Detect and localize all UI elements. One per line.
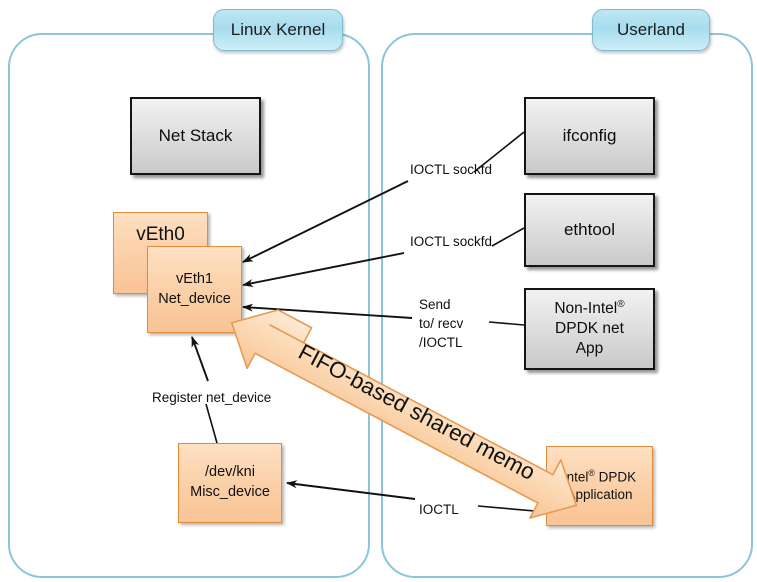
label-send-recv-ioctl: Send to/ recv /IOCTL — [419, 297, 464, 351]
box-dev-kni-line1: /dev/kni — [205, 464, 255, 481]
label-ioctl-sockfd-ifconfig: IOCTL sockfd — [410, 162, 493, 177]
registered-mark-icon: ® — [617, 299, 625, 311]
label-register-net-device: Register net_device — [152, 390, 272, 405]
panel-title-linux-kernel: Linux Kernel — [213, 9, 343, 51]
box-net-stack: Net Stack — [130, 97, 261, 175]
box-ethtool-label: ethtool — [563, 220, 616, 240]
box-ifconfig-label: ifconfig — [562, 126, 617, 146]
box-dev-kni-line2: Misc_device — [190, 484, 270, 500]
label-ioctl-sockfd-ethtool: IOCTL sockfd — [410, 234, 493, 249]
label-ioctl-misc-device: IOCTL — [419, 502, 459, 517]
panel-linux-kernel — [8, 33, 370, 578]
box-non-intel-line2: DPDK net — [555, 320, 624, 338]
box-intel-dpdk-line1: Intel® DPDK — [562, 467, 637, 485]
box-veth0-label: vEth0 — [136, 224, 185, 245]
registered-mark-icon: ® — [588, 467, 595, 478]
box-veth1-net-device: vEth1 Net_device — [147, 246, 242, 333]
box-non-intel-line3: App — [575, 339, 604, 357]
panel-title-userland: Userland — [592, 9, 710, 51]
box-veth1-line2: Net_device — [158, 290, 231, 307]
box-non-intel-line1: Non-Intel® — [554, 299, 625, 318]
panel-userland — [381, 33, 753, 578]
box-ifconfig: ifconfig — [524, 97, 655, 175]
box-dev-kni-misc-device: /dev/kni Misc_device — [178, 443, 282, 523]
box-intel-dpdk-line2: Application — [566, 487, 633, 503]
box-intel-dpdk-application: Intel® DPDK Application — [546, 446, 653, 526]
box-veth1-line1: vEth1 — [175, 270, 214, 287]
box-net-stack-label: Net Stack — [158, 126, 233, 146]
box-non-intel-dpdk-net-app: Non-Intel® DPDK net App — [524, 288, 655, 370]
box-ethtool: ethtool — [524, 193, 655, 267]
